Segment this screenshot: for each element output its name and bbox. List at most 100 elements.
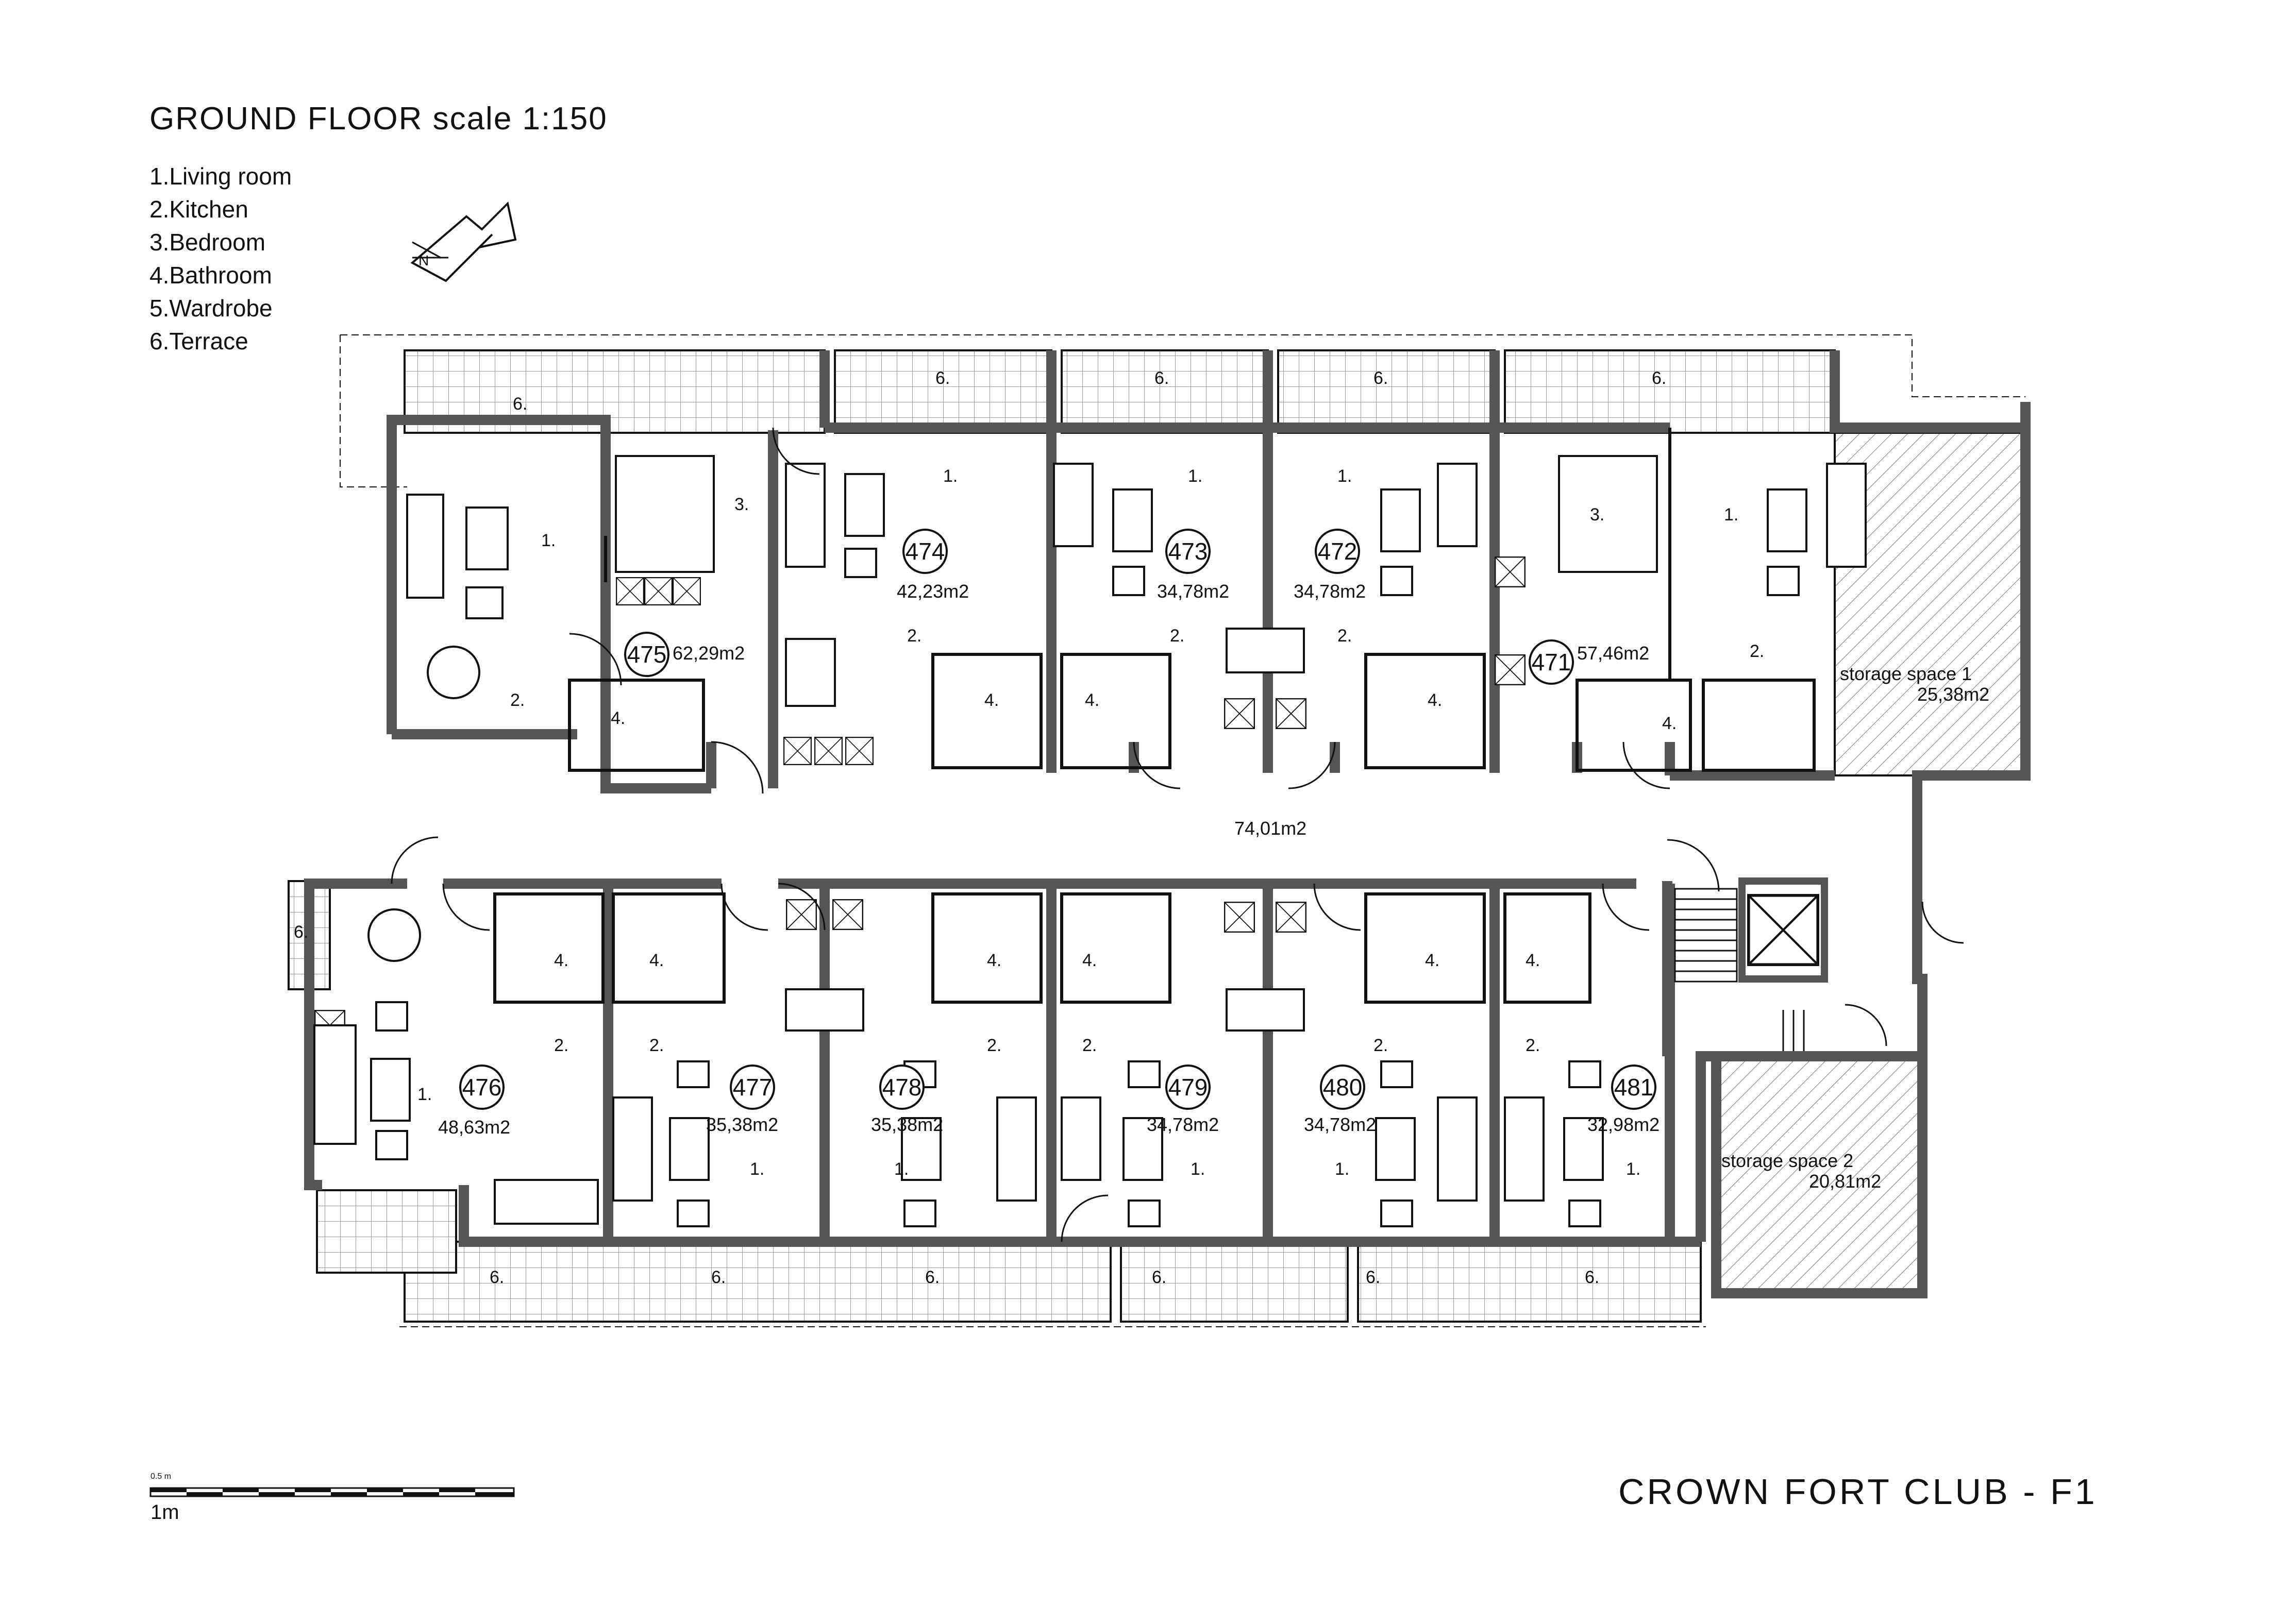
svg-text:4.: 4. xyxy=(987,951,1001,970)
storage-1-name: storage space 1 xyxy=(1840,663,1972,684)
svg-text:2.: 2. xyxy=(1337,626,1352,646)
storage-2-name: storage space 2 xyxy=(1721,1150,1853,1171)
space-labels: 74,01m2 storage space 1 25,38m2 storage … xyxy=(1234,663,1989,1192)
unit-number-478: 478 xyxy=(882,1074,922,1101)
svg-text:6.: 6. xyxy=(513,394,527,414)
furniture xyxy=(313,455,1867,1227)
unit-circle-472 xyxy=(1315,529,1360,574)
svg-text:4.: 4. xyxy=(1085,690,1099,710)
svg-text:2.: 2. xyxy=(1373,1036,1388,1055)
unit-circle-477 xyxy=(730,1065,775,1110)
interior-walls xyxy=(493,428,1816,1004)
svg-text:6.: 6. xyxy=(935,368,950,388)
unit-circle-478 xyxy=(879,1065,925,1110)
svg-text:6.: 6. xyxy=(1154,368,1169,388)
unit-area-472: 34,78m2 xyxy=(1294,581,1366,602)
drawing-title: GROUND FLOOR scale 1:150 xyxy=(149,101,608,137)
svg-text:6.: 6. xyxy=(294,922,308,942)
svg-text:1.: 1. xyxy=(1626,1159,1640,1179)
unit-area-479: 34,78m2 xyxy=(1147,1114,1219,1135)
unit-text: 475 474 473 472 471 476 477 478 479 480 … xyxy=(462,538,1654,1101)
svg-text:2.: 2. xyxy=(1170,626,1184,646)
door-swings xyxy=(391,427,1964,1242)
unit-number-476: 476 xyxy=(462,1074,502,1101)
unit-number-474: 474 xyxy=(906,538,945,565)
scale-bar-bottom-label: 1m xyxy=(150,1501,179,1524)
svg-text:4.: 4. xyxy=(984,690,999,710)
svg-text:4.: 4. xyxy=(554,951,568,970)
svg-text:6.: 6. xyxy=(711,1268,726,1287)
staircase xyxy=(1674,888,1805,1051)
svg-text:4.: 4. xyxy=(611,708,625,728)
svg-text:1.: 1. xyxy=(1188,466,1202,486)
unit-circle-474 xyxy=(902,529,948,574)
north-arrow-label: N xyxy=(418,252,429,268)
unit-area-480: 34,78m2 xyxy=(1304,1114,1376,1135)
unit-number-480: 480 xyxy=(1323,1074,1363,1101)
svg-text:4.: 4. xyxy=(1428,690,1442,710)
svg-text:6.: 6. xyxy=(1652,368,1666,388)
legend-item-kitchen: 2.Kitchen xyxy=(149,196,248,223)
svg-text:3.: 3. xyxy=(734,495,749,514)
storage-space-2-hatch xyxy=(1715,1055,1923,1294)
svg-text:2.: 2. xyxy=(554,1036,568,1055)
legend-item-wardrobe: 5.Wardrobe xyxy=(149,295,273,322)
svg-text:2.: 2. xyxy=(987,1036,1001,1055)
unit-circle-481 xyxy=(1611,1065,1656,1110)
svg-text:6.: 6. xyxy=(925,1268,940,1287)
unit-circle-475 xyxy=(624,632,669,677)
svg-text:1.: 1. xyxy=(541,531,556,550)
unit-areas: 62,29m2 42,23m2 34,78m2 34,78m2 57,46m2 … xyxy=(438,581,1660,1138)
fixtures xyxy=(314,556,1818,1041)
svg-text:4.: 4. xyxy=(1662,714,1677,733)
scale-bar: 0.5 m 1m xyxy=(149,1472,515,1524)
corridor-area: 74,01m2 xyxy=(1234,818,1306,839)
unit-number-477: 477 xyxy=(733,1074,773,1101)
unit-area-474: 42,23m2 xyxy=(897,581,969,602)
svg-text:1.: 1. xyxy=(750,1159,764,1179)
svg-text:1.: 1. xyxy=(1337,466,1352,486)
unit-number-473: 473 xyxy=(1168,538,1208,565)
legend-item-living-room: 1.Living room xyxy=(149,163,292,190)
svg-text:4.: 4. xyxy=(1082,951,1097,970)
unit-number-479: 479 xyxy=(1168,1074,1208,1101)
unit-circle-479 xyxy=(1165,1065,1211,1110)
storage-2-area: 20,81m2 xyxy=(1809,1171,1881,1192)
unit-area-481: 32,98m2 xyxy=(1587,1114,1660,1135)
unit-number-472: 472 xyxy=(1318,538,1358,565)
svg-text:4.: 4. xyxy=(1526,951,1540,970)
svg-text:2.: 2. xyxy=(1082,1036,1097,1055)
north-arrow-icon xyxy=(410,201,517,282)
unit-circle-473 xyxy=(1165,529,1211,574)
room-codes: 6. 6. 6. 6. 6. 6. 6. 6. 6. 6. 6. 6. 1. 1… xyxy=(294,368,1764,1287)
unit-area-475: 62,29m2 xyxy=(673,643,745,664)
svg-text:3.: 3. xyxy=(1590,505,1604,525)
unit-area-476: 48,63m2 xyxy=(438,1117,510,1138)
svg-text:2.: 2. xyxy=(510,690,525,710)
svg-text:2.: 2. xyxy=(1750,641,1764,661)
svg-text:1.: 1. xyxy=(1335,1159,1349,1179)
unit-number-475: 475 xyxy=(627,641,667,668)
svg-text:6.: 6. xyxy=(1152,1268,1166,1287)
svg-text:1.: 1. xyxy=(1724,505,1738,525)
unit-labels xyxy=(459,529,1656,1110)
svg-text:4.: 4. xyxy=(1425,951,1439,970)
project-title: CROWN FORT CLUB - F1 xyxy=(1618,1472,2098,1512)
svg-text:1.: 1. xyxy=(943,466,958,486)
svg-text:6.: 6. xyxy=(1585,1268,1599,1287)
svg-text:6.: 6. xyxy=(1366,1268,1380,1287)
svg-text:1.: 1. xyxy=(1191,1159,1205,1179)
svg-text:4.: 4. xyxy=(649,951,664,970)
svg-text:2.: 2. xyxy=(907,626,921,646)
unit-area-477: 35,38m2 xyxy=(706,1114,778,1135)
unit-number-471: 471 xyxy=(1532,649,1571,675)
terraces-top xyxy=(340,334,2025,487)
svg-text:6.: 6. xyxy=(490,1268,504,1287)
unit-circle-480 xyxy=(1320,1065,1365,1110)
svg-text:2.: 2. xyxy=(649,1036,664,1055)
unit-area-473: 34,78m2 xyxy=(1157,581,1229,602)
storage-1-area: 25,38m2 xyxy=(1917,684,1989,705)
svg-text:1.: 1. xyxy=(417,1085,432,1104)
scale-bar-top-label: 0.5 m xyxy=(150,1472,171,1481)
